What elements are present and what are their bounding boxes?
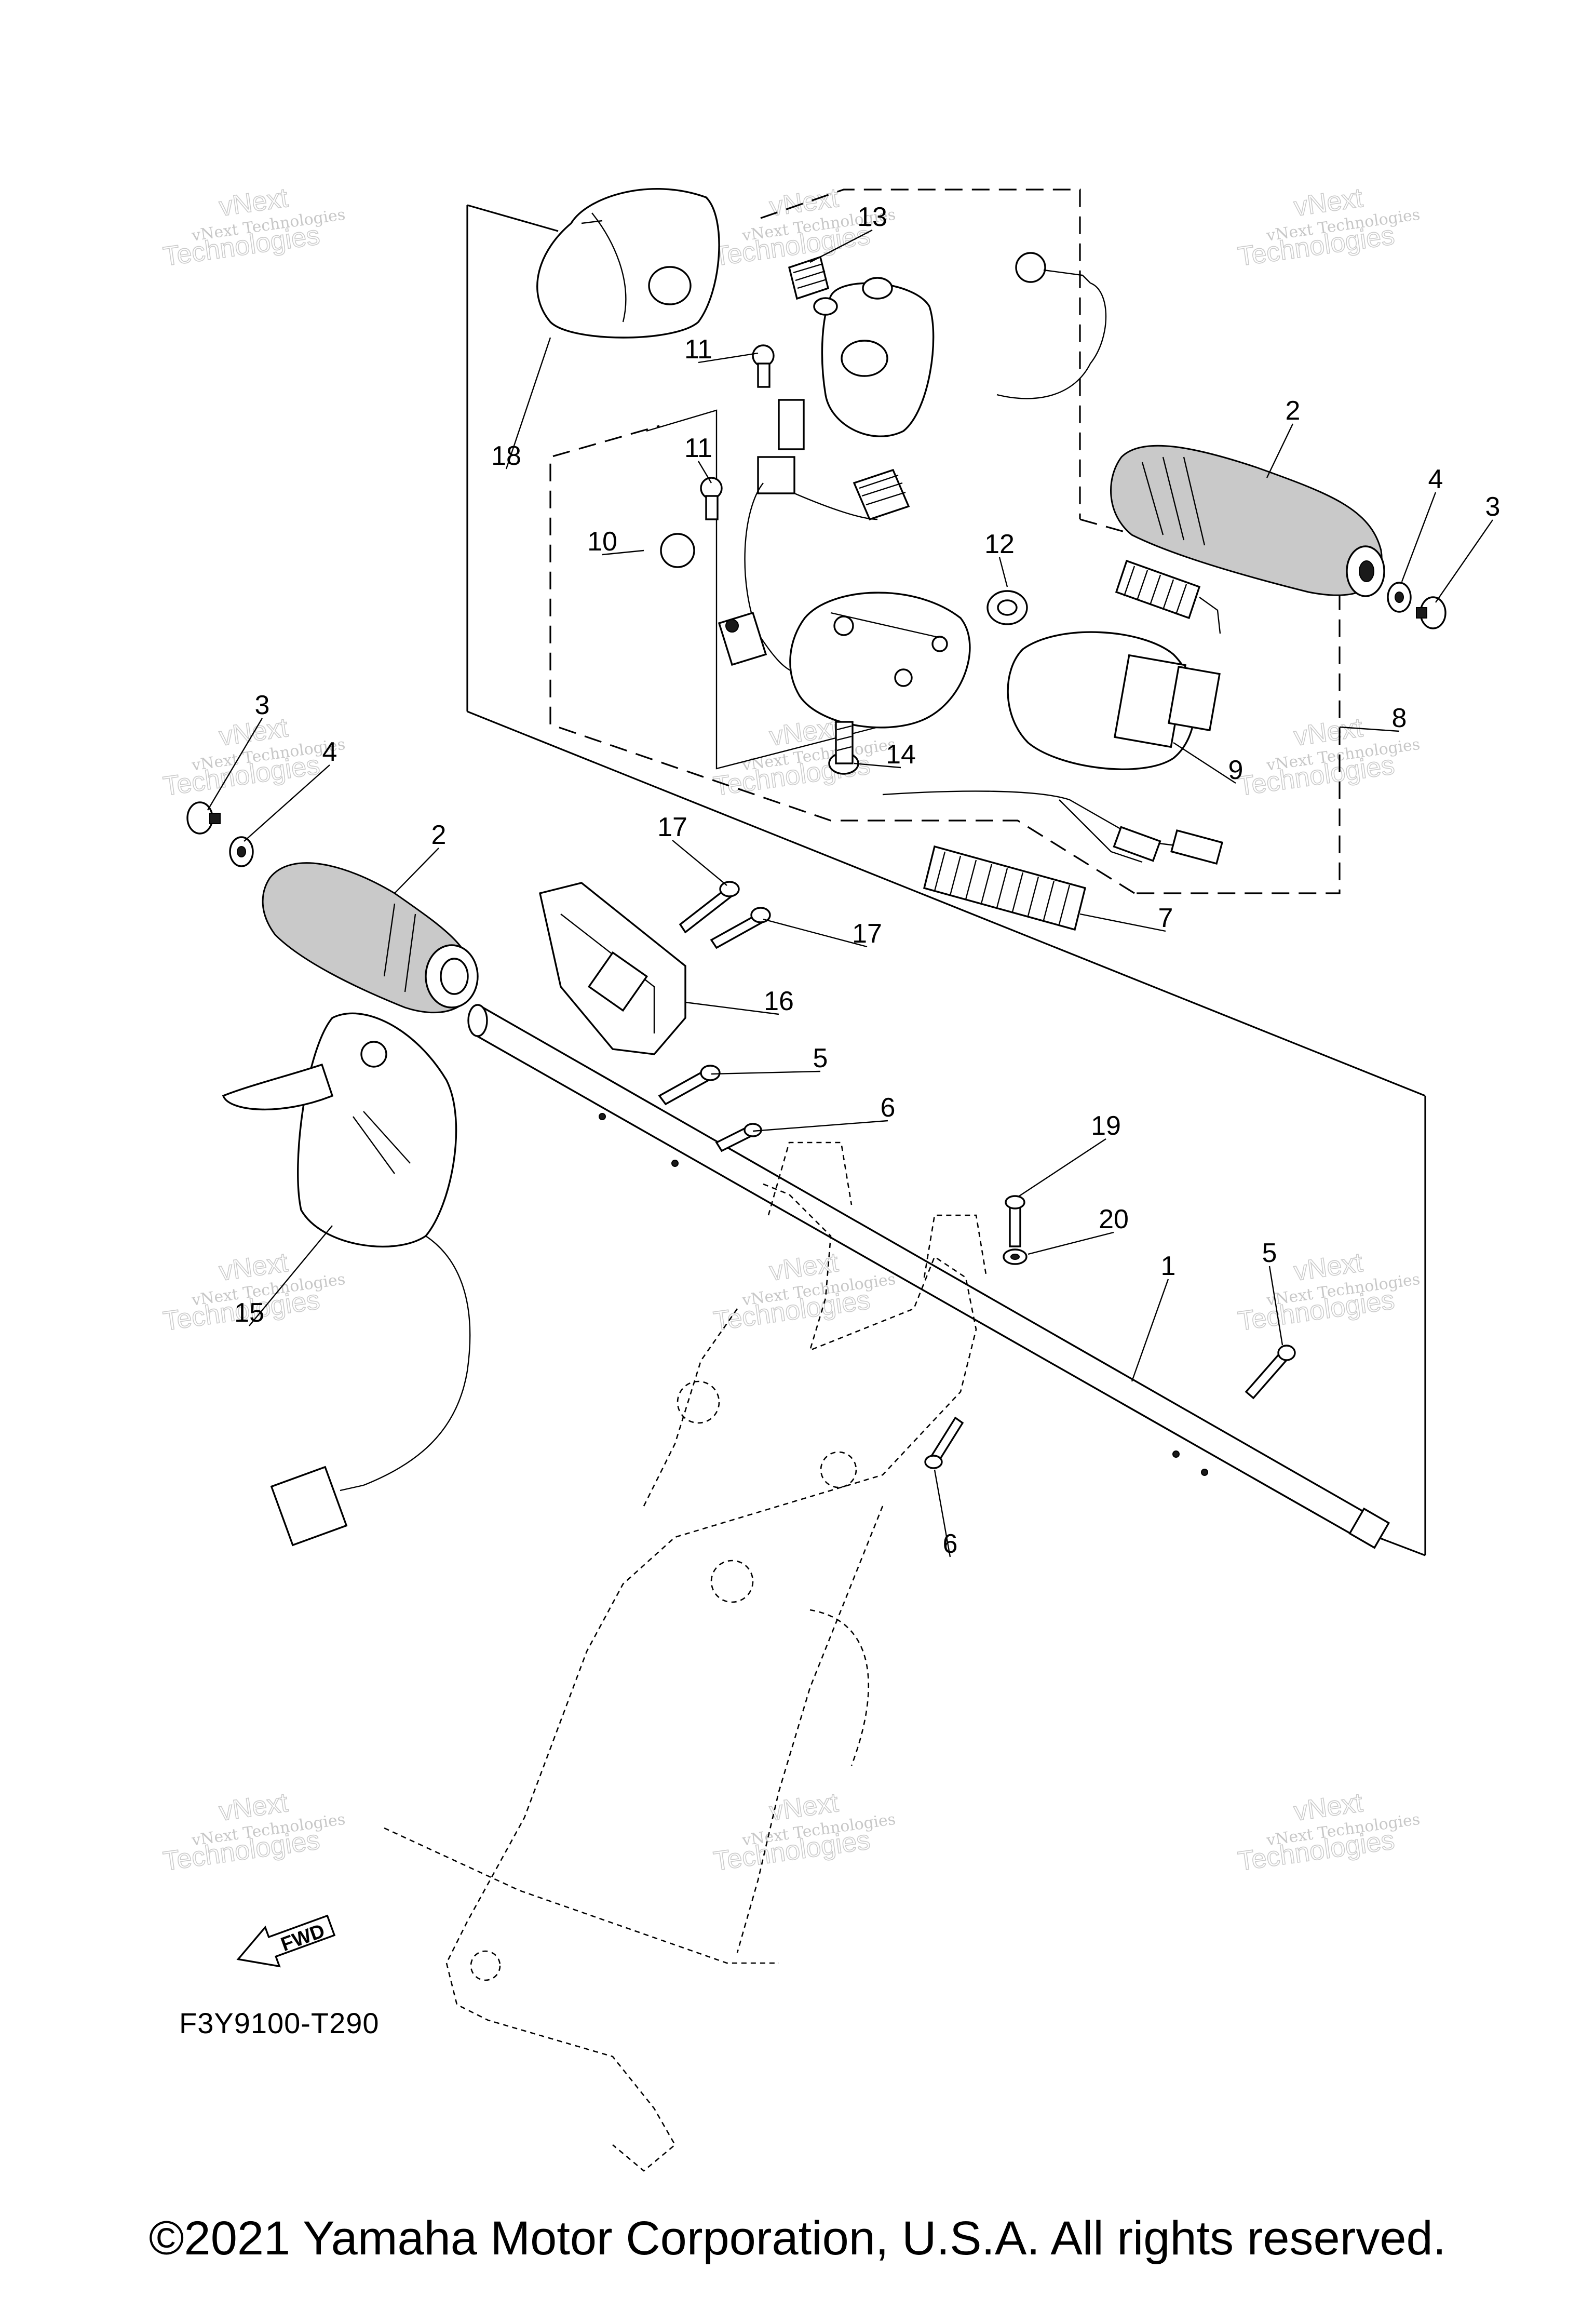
leader-line bbox=[1435, 519, 1493, 603]
part-12-collar bbox=[986, 590, 1028, 625]
callout-number: 13 bbox=[857, 202, 887, 232]
switch-housing-top bbox=[813, 252, 1107, 437]
switch-housing-base bbox=[789, 592, 971, 729]
part-2-grip-right bbox=[1110, 445, 1385, 597]
steering-column bbox=[384, 1141, 988, 2172]
part-2-grip-left bbox=[262, 862, 479, 1014]
leader-line bbox=[854, 762, 901, 769]
callout-number: 18 bbox=[491, 441, 521, 471]
spring-upper bbox=[1115, 559, 1221, 634]
leader-line bbox=[249, 1225, 333, 1326]
leader-line bbox=[1028, 1231, 1114, 1255]
callout-number: 16 bbox=[764, 986, 794, 1016]
leader-line bbox=[698, 352, 759, 364]
part-11-screws bbox=[700, 344, 775, 520]
part-10-switch-assembly bbox=[660, 399, 910, 676]
leader-line bbox=[1266, 423, 1294, 478]
leader-line bbox=[1079, 913, 1166, 932]
reference-code: F3Y9100-T290 bbox=[179, 2007, 380, 2039]
leader-line bbox=[685, 1001, 779, 1015]
leader-line bbox=[244, 764, 330, 842]
part-7-spring bbox=[923, 845, 1087, 931]
callout-number: 20 bbox=[1099, 1204, 1129, 1234]
callout-number: 8 bbox=[1392, 703, 1407, 733]
fwd-arrow-icon: FWD bbox=[236, 1914, 336, 1968]
leader-line bbox=[934, 1469, 951, 1557]
leader-line bbox=[1173, 742, 1236, 784]
leader-line bbox=[998, 557, 1008, 587]
callout-number: 6 bbox=[881, 1093, 896, 1123]
leader-line bbox=[207, 718, 263, 811]
leader-line bbox=[752, 1120, 888, 1132]
part-18-cover bbox=[536, 187, 720, 339]
part-3-4-left bbox=[186, 801, 254, 867]
leader-line bbox=[697, 461, 712, 483]
callout-number: 9 bbox=[1228, 755, 1243, 785]
leader-line bbox=[809, 229, 873, 263]
leader-line bbox=[1339, 726, 1400, 732]
callout-number: 4 bbox=[322, 737, 337, 767]
copyright-notice: ©2021 Yamaha Motor Corporation, U.S.A. A… bbox=[148, 2212, 1447, 2265]
callout-number: 4 bbox=[1428, 464, 1443, 494]
leader-line bbox=[602, 549, 644, 556]
leader-line bbox=[672, 840, 727, 886]
callout-number: 10 bbox=[587, 527, 617, 557]
leader-line bbox=[1131, 1279, 1169, 1382]
callout-number: 2 bbox=[431, 820, 447, 850]
part-16-clamp bbox=[538, 882, 686, 1055]
leader-line bbox=[1401, 492, 1437, 582]
leader-line bbox=[505, 337, 551, 469]
callout-number: 14 bbox=[886, 740, 916, 770]
callout-number: 11 bbox=[684, 433, 712, 463]
callout-number: 6 bbox=[943, 1529, 958, 1559]
part-14-screw bbox=[828, 721, 859, 775]
part-15-throttle bbox=[222, 1012, 471, 1547]
leader-lines bbox=[207, 229, 1493, 1557]
leader-line bbox=[763, 918, 868, 948]
leader-line bbox=[394, 848, 439, 894]
callout-number: 15 bbox=[234, 1298, 264, 1328]
leader-line bbox=[711, 1070, 821, 1075]
part-13-spring bbox=[788, 256, 830, 300]
callout-number: 11 bbox=[684, 334, 712, 365]
callout-number: 12 bbox=[984, 529, 1015, 559]
callout-number: 3 bbox=[255, 690, 270, 720]
callout-number: 7 bbox=[1158, 903, 1173, 933]
callout-number: 5 bbox=[813, 1043, 828, 1073]
callout-number: 17 bbox=[852, 919, 882, 949]
callout-number: 2 bbox=[1286, 396, 1301, 426]
leader-line bbox=[1017, 1138, 1106, 1198]
switch-wire-harness bbox=[882, 790, 1223, 865]
callout-number: 5 bbox=[1262, 1238, 1277, 1268]
callout-number: 1 bbox=[1161, 1251, 1176, 1281]
leader-line bbox=[1268, 1266, 1283, 1346]
part-9-switch-cover bbox=[1007, 631, 1221, 770]
part-3-4-right bbox=[1387, 582, 1447, 629]
bolts bbox=[658, 881, 1296, 1469]
callout-number: 17 bbox=[657, 812, 687, 842]
callout-number: 3 bbox=[1485, 492, 1501, 522]
assembly-frame bbox=[466, 189, 1426, 1556]
callout-number: 19 bbox=[1091, 1111, 1121, 1141]
